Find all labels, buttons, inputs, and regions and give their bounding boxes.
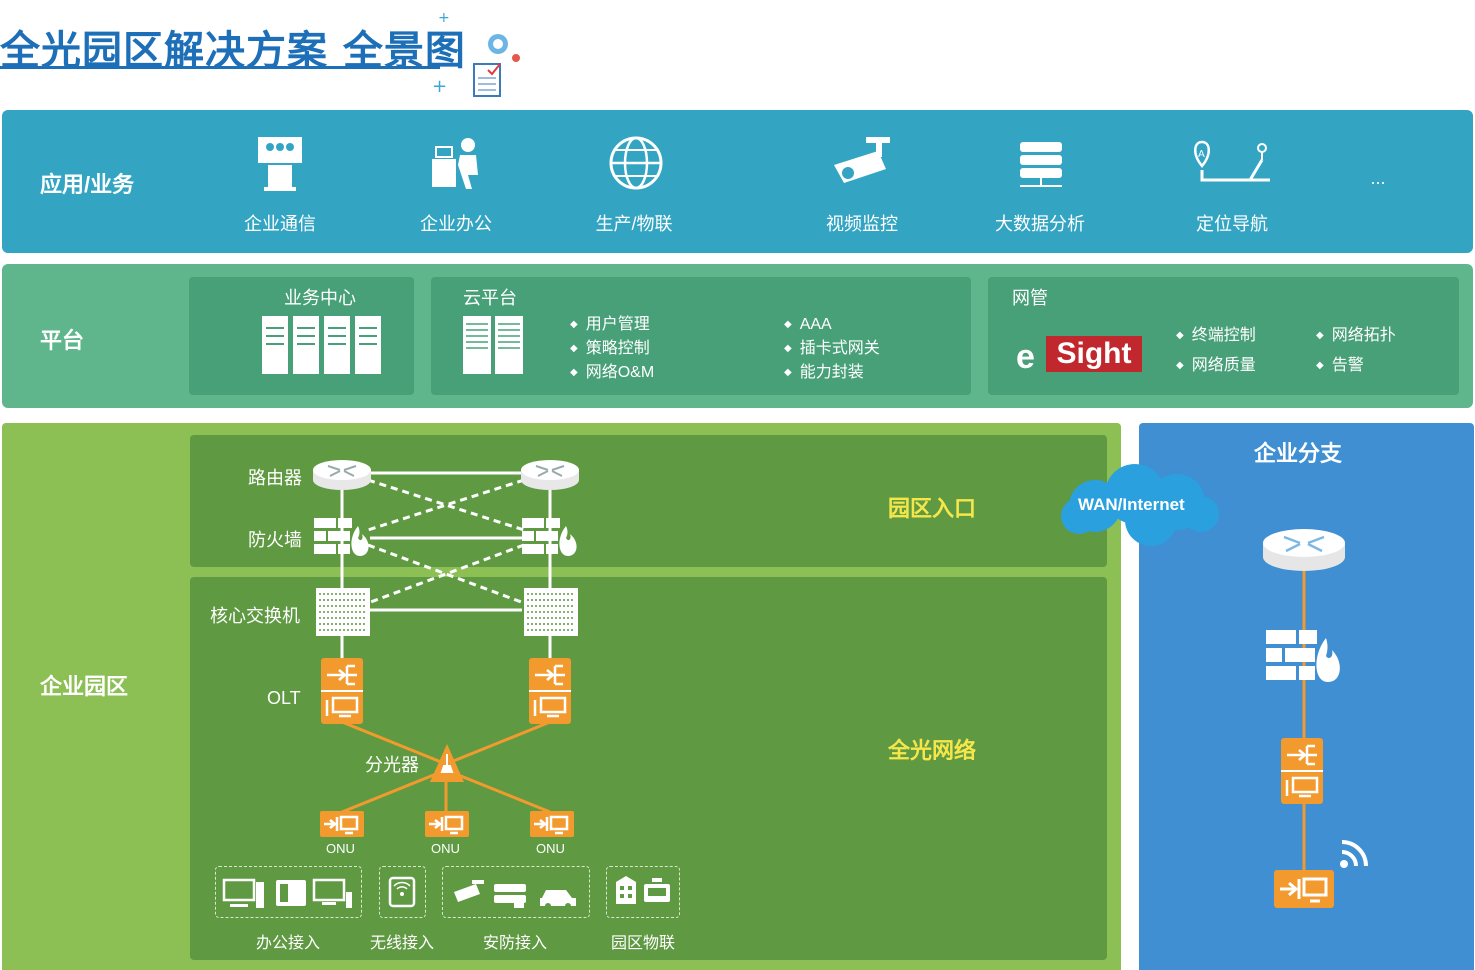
title-decoration-icon: + + [432,10,520,97]
security-access-label: 安防接入 [483,935,548,952]
cloud-platform-features-right: AAA 插卡式网关 能力封装 [784,314,880,386]
security-devices-icon [454,880,576,909]
security-access-box [442,866,590,918]
enterprise-campus-label: 企业园区 [40,674,129,699]
wan-cloud-icon [1061,464,1219,546]
onu-2-label: ONU [431,841,460,856]
cloud-platform-title: 云平台 [463,288,517,308]
campus-iot-access-box [606,866,680,918]
campus-iot-devices-icon [616,876,670,904]
router-right-icon [521,460,579,490]
core-switch-label: 核心交换机 [210,606,300,626]
firewall-label: 防火墙 [248,530,302,550]
app-video-surveillance: 视频监控 [826,214,898,234]
branch-olt-icon [1281,738,1323,804]
network-management-title: 网管 [1012,288,1048,308]
branch-wifi-signal-icon [1340,840,1368,868]
office-access-label: 办公接入 [256,935,321,952]
location-navigation-icon: A [1194,140,1270,182]
list-item: AAA [784,314,880,338]
globe-icon [609,136,663,190]
svg-text:A: A [1198,149,1205,160]
onu-1-label: ONU [326,841,355,856]
app-production-iot: 生产/物联 [595,214,673,234]
wan-internet-label: WAN/Internet [1078,495,1185,514]
list-item: 终端控制 [1176,322,1256,352]
wireless-access-box [379,866,426,918]
branch-network-links [1302,568,1306,883]
campus-iot-label: 园区物联 [611,935,676,952]
zone-label-all-optical: 全光网络 [888,738,977,763]
office-worker-icon [432,138,478,189]
office-devices-icon [222,878,352,908]
branch-onu-icon [1274,870,1334,908]
app-location-navigation: 定位导航 [1196,214,1268,234]
list-item: 能力封装 [784,362,880,386]
onu-2-icon [425,811,469,837]
optical-splitter-icon [430,744,464,782]
olt-right-icon [529,658,571,724]
onu-3-label: ONU [536,841,565,856]
platform-band-label: 平台 [40,328,85,353]
app-big-data-analysis: 大数据分析 [995,214,1085,234]
svg-text:+: + [438,10,450,26]
branch-firewall-icon [1266,630,1340,682]
list-item: 网络O&M [570,362,654,386]
wireless-ap-icon [388,876,416,908]
core-switch-right-icon [524,588,578,636]
server-rack-icon [262,316,381,374]
onu-3-icon [530,811,574,837]
list-item: 策略控制 [570,338,654,362]
application-band-label: 应用/业务 [40,172,135,197]
business-center-title: 业务中心 [284,288,356,308]
router-label: 路由器 [248,468,302,488]
firewall-left-icon [314,518,369,556]
list-item: 用户管理 [570,314,654,338]
wireless-access-label: 无线接入 [370,935,435,952]
enterprise-branch-label: 企业分支 [1254,441,1343,466]
onu-1-icon [320,811,364,837]
list-item: 告警 [1316,352,1396,382]
title-underline [0,66,440,69]
app-more-ellipsis: ... [1370,168,1386,188]
app-enterprise-communication: 企业通信 [244,214,316,234]
cloud-platform-features-left: 用户管理 策略控制 网络O&M [570,314,654,386]
network-management-features-left: 终端控制 网络质量 [1176,322,1256,382]
esight-logo-sight: Sight [1046,336,1142,372]
core-switch-left-icon [316,588,370,636]
firewall-right-icon [522,518,577,556]
olt-label: OLT [267,688,301,708]
olt-left-icon [321,658,363,724]
security-camera-icon [834,137,890,183]
cloud-server-icon [463,316,523,374]
list-item: 网络质量 [1176,352,1256,382]
database-server-icon [1020,142,1062,187]
list-item: 网络拓扑 [1316,322,1396,352]
branch-router-icon [1263,529,1345,571]
video-conference-icon [258,137,302,191]
network-management-features-right: 网络拓扑 告警 [1316,322,1396,382]
app-enterprise-office: 企业办公 [420,214,492,234]
office-access-box [215,866,362,918]
router-left-icon [313,460,371,490]
list-item: 插卡式网关 [784,338,880,362]
zone-label-campus-entry: 园区入口 [888,496,977,521]
svg-text:+: + [432,76,447,97]
splitter-label: 分光器 [365,755,419,775]
esight-logo-e: e [1016,338,1035,376]
